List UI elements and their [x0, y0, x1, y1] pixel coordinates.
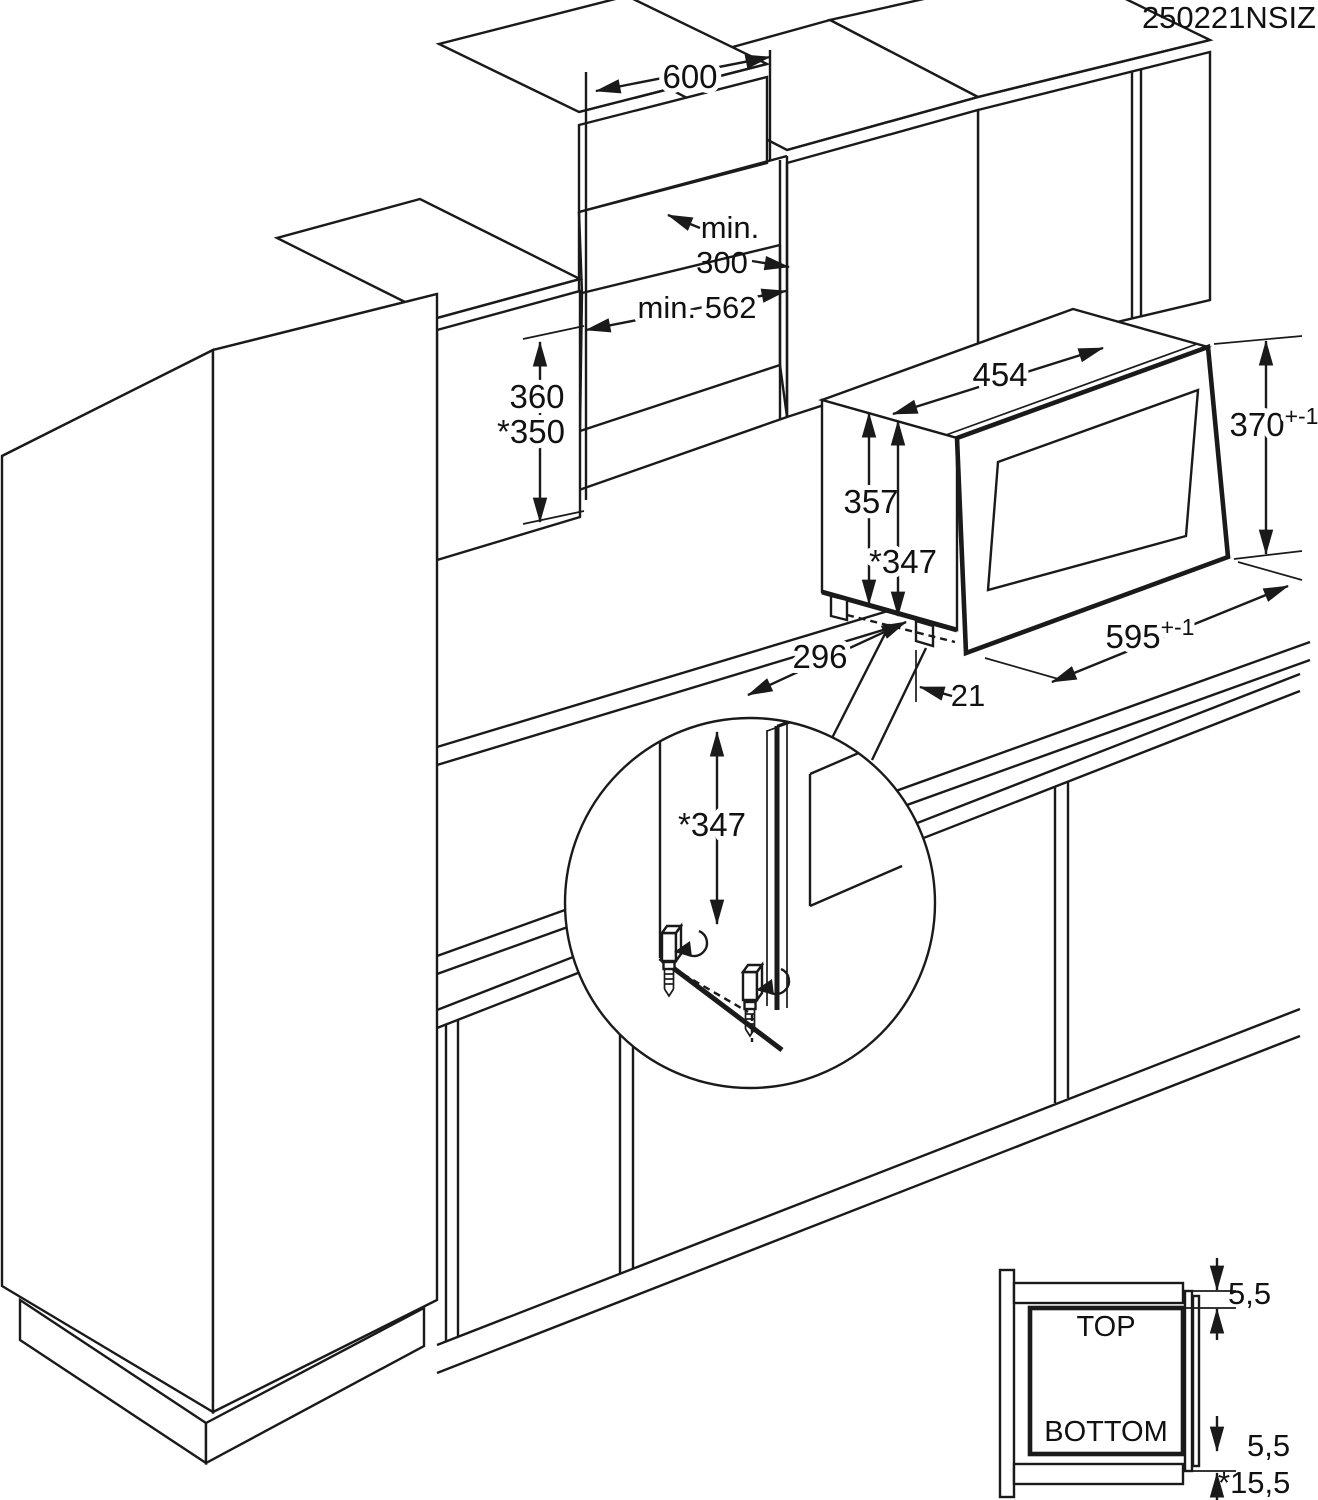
inset-trim-strip-outer	[1191, 1294, 1201, 1468]
inset-side-panel	[998, 1268, 1016, 1499]
tall-cabinet-side	[211, 292, 439, 1414]
inset-bottom-label: BOTTOM	[1044, 1416, 1168, 1448]
niche-width-label: 600	[662, 58, 717, 95]
callout-line-1	[828, 623, 892, 743]
inset-top-label: TOP	[1076, 1311, 1135, 1343]
dim-oven-front-width: 595+-1	[984, 561, 1303, 684]
top-clearance-label-2: 300	[696, 245, 748, 280]
dim-niche-width: 600	[584, 50, 772, 500]
drawing-code: 250221NSIZ	[1142, 0, 1316, 35]
oven-front-height-label: 370+-1	[1230, 403, 1318, 443]
inset-oven-cavity	[1027, 1305, 1186, 1457]
dim-oven-front-height: 370+-1	[1213, 335, 1318, 560]
detail-circle-outline	[563, 716, 937, 1090]
dim-oven-body-width: 454	[891, 346, 1105, 416]
detail-height-label: *347	[678, 806, 746, 843]
wall-cabinet-right-front	[976, 50, 1212, 357]
oven-door-window	[986, 388, 1200, 592]
wall-cabinets	[273, 0, 1214, 562]
niche-height-alt-label: *350	[497, 413, 565, 450]
dim-top-clearance: min. 300	[667, 210, 791, 280]
inset-bottom-board	[1012, 1462, 1185, 1486]
inset-top-board	[1012, 1281, 1185, 1305]
oven-body-height-label: 357	[843, 483, 898, 520]
inset-bottom-offset-label: *15,5	[1218, 1465, 1290, 1500]
screw-icon	[743, 1000, 757, 1038]
dim-niche-height: 360 *350	[492, 325, 585, 525]
dim-oven-body-height-alt: *347	[864, 419, 942, 618]
cross-section-inset: TOP BOTTOM 5,5 5,5 *15,5	[998, 1258, 1290, 1500]
tall-cabinet-front	[0, 348, 215, 1415]
oven-front-width-label: 595+-1	[1106, 614, 1195, 655]
inset-bottom-gap-label: 5,5	[1247, 1428, 1290, 1463]
dim-niche-depth: min. 562	[584, 285, 788, 333]
top-clearance-label-1: min.	[701, 210, 760, 245]
tall-cabinet	[0, 292, 439, 1466]
mounting-block-icon	[659, 922, 684, 965]
niche-height-label: 360	[509, 378, 564, 415]
detail-circle: *347	[563, 716, 937, 1090]
rotate-arrow-icon	[674, 929, 709, 958]
dimensions: 600 min. 300 min. 562 360 *350 454	[492, 50, 1318, 761]
dim-front-gap: 21	[915, 650, 985, 713]
screw-icon	[662, 960, 676, 998]
oven-depth-label: 296	[792, 638, 847, 675]
inset-top-gap-label: 5,5	[1228, 1276, 1271, 1311]
oven-body-height-alt-label: *347	[869, 543, 937, 580]
inset-trim-strip-inner	[1183, 1289, 1194, 1473]
oven-body-width-label: 454	[972, 356, 1027, 393]
tall-cabinet-plinth-side	[204, 1306, 426, 1466]
oven-foot-left	[829, 594, 849, 622]
rotate-arrow-icon	[756, 967, 791, 996]
oven-foot-right	[914, 619, 935, 648]
front-gap-label: 21	[951, 678, 985, 713]
niche-depth-label: min. 562	[638, 290, 757, 325]
dim-oven-depth: 296	[747, 620, 907, 697]
callout-line-2	[870, 647, 928, 761]
mounting-block-icon	[740, 961, 765, 1004]
